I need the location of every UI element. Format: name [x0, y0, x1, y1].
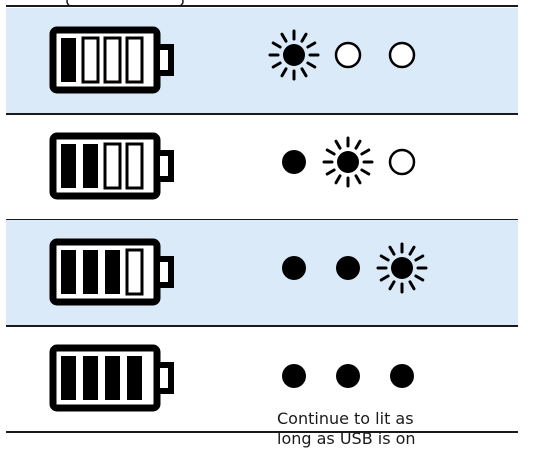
battery-cell-filled	[127, 356, 142, 400]
led-ray	[271, 41, 282, 49]
led-ray	[300, 32, 308, 43]
led-ray	[379, 274, 390, 282]
led-ray	[306, 61, 317, 69]
battery-cell-filled	[83, 356, 98, 400]
led-on-icon	[282, 364, 306, 388]
battery-icon	[49, 238, 174, 306]
led-ray	[325, 168, 336, 176]
led-on-icon	[282, 150, 306, 174]
battery-cell-empty	[81, 36, 100, 84]
led-ray	[300, 67, 308, 78]
led-ray	[354, 139, 362, 150]
led-ray	[388, 280, 396, 291]
led-ray	[280, 67, 288, 78]
led-on-icon	[390, 364, 414, 388]
led-on-icon	[336, 256, 360, 280]
led-on-icon	[282, 256, 306, 280]
led-ray	[414, 274, 425, 282]
battery-cell-filled	[61, 38, 76, 82]
led-ray	[408, 280, 416, 291]
led-on-icon	[336, 364, 360, 388]
led-ray	[379, 254, 390, 262]
led-off-icon	[388, 148, 416, 176]
battery-terminal	[154, 150, 174, 182]
battery-cell-empty	[103, 142, 122, 190]
top-edge-fragment	[6, 0, 518, 7]
battery-terminal	[154, 256, 174, 288]
battery-terminal	[154, 362, 174, 394]
led-ray	[408, 245, 416, 256]
battery-cell-filled	[83, 144, 98, 188]
battery-cell-empty	[103, 36, 122, 84]
led-off-icon	[388, 41, 416, 69]
led-ray	[360, 148, 371, 156]
led-ray	[306, 41, 317, 49]
led-flashing-core	[391, 257, 413, 279]
led-ray	[271, 61, 282, 69]
battery-cell-filled	[61, 356, 76, 400]
led-ray	[334, 139, 342, 150]
battery-icon	[49, 132, 174, 200]
battery-cell-filled	[61, 250, 76, 294]
battery-terminal	[154, 44, 174, 76]
usb-note-line-2: long as USB is on	[277, 429, 416, 448]
battery-cell-empty	[125, 248, 144, 296]
battery-icon	[49, 26, 174, 94]
usb-note-line-1: Continue to lit as	[277, 409, 414, 428]
led-ray	[354, 174, 362, 185]
led-flashing-icon	[268, 29, 320, 81]
battery-cell-filled	[105, 356, 120, 400]
battery-cell-filled	[83, 250, 98, 294]
led-ray	[280, 32, 288, 43]
led-flashing-core	[283, 44, 305, 66]
led-ray	[414, 254, 425, 262]
status-rows	[6, 8, 518, 433]
battery-cell-empty	[125, 36, 144, 84]
led-ray	[388, 245, 396, 256]
battery-cell-filled	[105, 250, 120, 294]
battery-cell-empty	[125, 142, 144, 190]
led-flashing-core	[337, 151, 359, 173]
battery-cell-filled	[61, 144, 76, 188]
led-ray	[334, 174, 342, 185]
led-flashing-icon	[322, 136, 374, 188]
led-ray	[360, 168, 371, 176]
led-off-icon	[334, 41, 362, 69]
led-flashing-icon	[376, 242, 428, 294]
led-ray	[325, 148, 336, 156]
battery-icon	[49, 344, 174, 412]
